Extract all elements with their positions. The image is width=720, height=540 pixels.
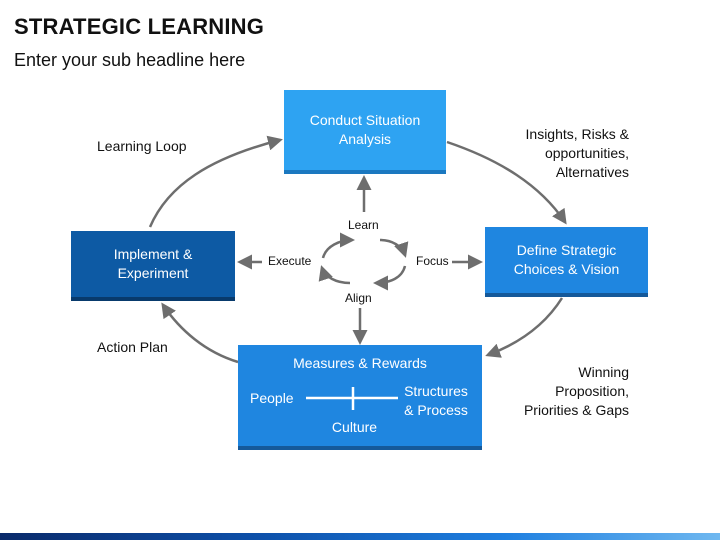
measures-title: Measures & Rewards <box>293 355 427 371</box>
implement-experiment-box: Implement & Experiment <box>71 231 235 301</box>
learning-loop-label: Learning Loop <box>97 138 187 154</box>
conduct-box-line1: Conduct Situation <box>309 112 421 128</box>
measures-culture: Culture <box>331 419 378 435</box>
cycle-arc-top-left <box>321 232 355 259</box>
arrow-measures-to-implement <box>161 302 239 364</box>
insights-label: Insights, Risks & opportunities, Alterna… <box>480 125 629 182</box>
winning-line2: Proposition, <box>555 383 629 399</box>
footer-gradient-bar <box>0 533 720 540</box>
conduct-situation-analysis-box: Conduct Situation Analysis <box>284 90 446 174</box>
insights-line2: opportunities, <box>544 145 629 161</box>
winning-label: Winning Proposition, Priorities & Gaps <box>480 363 629 420</box>
measures-structures-line2: & Process <box>404 402 468 418</box>
focus-label: Focus <box>416 254 449 268</box>
define-box-line1: Define Strategic <box>516 242 617 258</box>
insights-line1: Insights, Risks & <box>525 126 629 142</box>
insights-line3: Alternatives <box>555 164 629 180</box>
define-box-line2: Choices & Vision <box>513 261 620 277</box>
page-title: STRATEGIC LEARNING <box>14 14 265 39</box>
measures-structures-line1: Structures <box>404 383 468 399</box>
cycle-arc-bottom-right <box>373 265 407 291</box>
measures-people: People <box>250 390 294 406</box>
conduct-box-line2: Analysis <box>338 131 392 147</box>
align-label: Align <box>345 291 372 305</box>
execute-label: Execute <box>268 254 312 268</box>
cycle-arc-top-right <box>379 238 409 258</box>
learn-label: Learn <box>348 218 379 232</box>
action-plan-label: Action Plan <box>97 339 168 355</box>
implement-box-line1: Implement & <box>113 246 193 262</box>
cycle-arc-bottom-left <box>318 265 351 285</box>
implement-box-line2: Experiment <box>117 265 189 281</box>
define-strategic-choices-box: Define Strategic Choices & Vision <box>485 227 648 297</box>
measures-structures: Structures & Process <box>398 382 474 420</box>
page-subtitle: Enter your sub headline here <box>14 50 246 70</box>
arrow-conduct-to-define <box>446 140 567 225</box>
arrow-implement-to-conduct <box>148 135 283 228</box>
arrow-define-to-measures <box>485 297 564 358</box>
winning-line3: Priorities & Gaps <box>523 402 629 418</box>
winning-line1: Winning <box>578 364 629 380</box>
